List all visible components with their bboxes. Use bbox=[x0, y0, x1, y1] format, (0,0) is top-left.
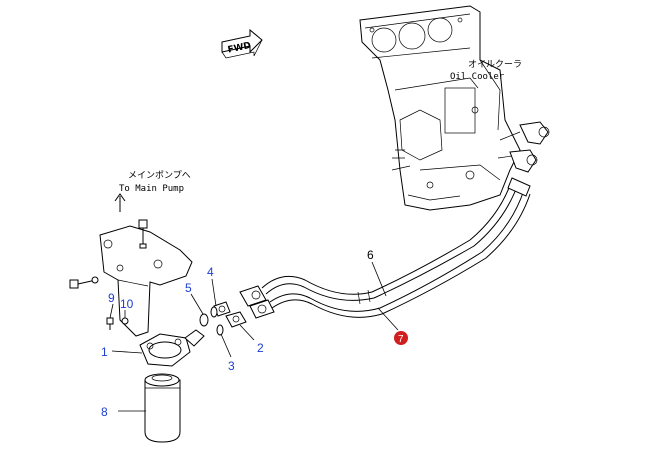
hose-end-fittings bbox=[239, 285, 275, 319]
callout-9: 9 bbox=[108, 291, 115, 305]
callout-2: 2 bbox=[257, 341, 264, 355]
bolt-top bbox=[138, 219, 148, 249]
bolt-9 bbox=[106, 317, 114, 330]
fwd-label: FWD bbox=[227, 41, 252, 56]
callout-6: 6 bbox=[367, 248, 374, 262]
oil-cooler-label-jp: オイルクーラ bbox=[468, 59, 522, 70]
hose-assembly bbox=[261, 177, 531, 318]
main-pump-label-jp: メインポンプへ bbox=[128, 170, 191, 181]
callout-10: 10 bbox=[120, 297, 134, 311]
fwd-arrow-icon: FWD bbox=[221, 28, 263, 59]
callout-8: 8 bbox=[101, 405, 108, 419]
cooler-elbow-fittings bbox=[497, 121, 550, 173]
callout-7-marker[interactable]: 7 bbox=[394, 331, 408, 345]
callout-4: 4 bbox=[207, 265, 214, 279]
callout-7: 7 bbox=[398, 334, 404, 345]
callout-leaders bbox=[109, 261, 399, 412]
filter-bracket bbox=[99, 225, 193, 337]
bolt-left bbox=[69, 276, 99, 289]
main-pump-arrow-icon bbox=[114, 193, 126, 212]
callout-5: 5 bbox=[185, 281, 192, 295]
filter-cartridge bbox=[144, 373, 181, 443]
washer-10 bbox=[121, 317, 129, 325]
adapter-fitting-2 bbox=[216, 311, 247, 336]
callout-3: 3 bbox=[228, 359, 235, 373]
main-pump-label-en: To Main Pump bbox=[119, 184, 184, 194]
callout-1: 1 bbox=[101, 345, 108, 359]
o-ring-5 bbox=[199, 313, 209, 327]
oil-cooler-label-en: Oil Cooler bbox=[450, 72, 505, 82]
filter-head bbox=[139, 329, 205, 367]
engine-block bbox=[359, 5, 521, 211]
adapter-fitting-4 bbox=[210, 301, 231, 318]
